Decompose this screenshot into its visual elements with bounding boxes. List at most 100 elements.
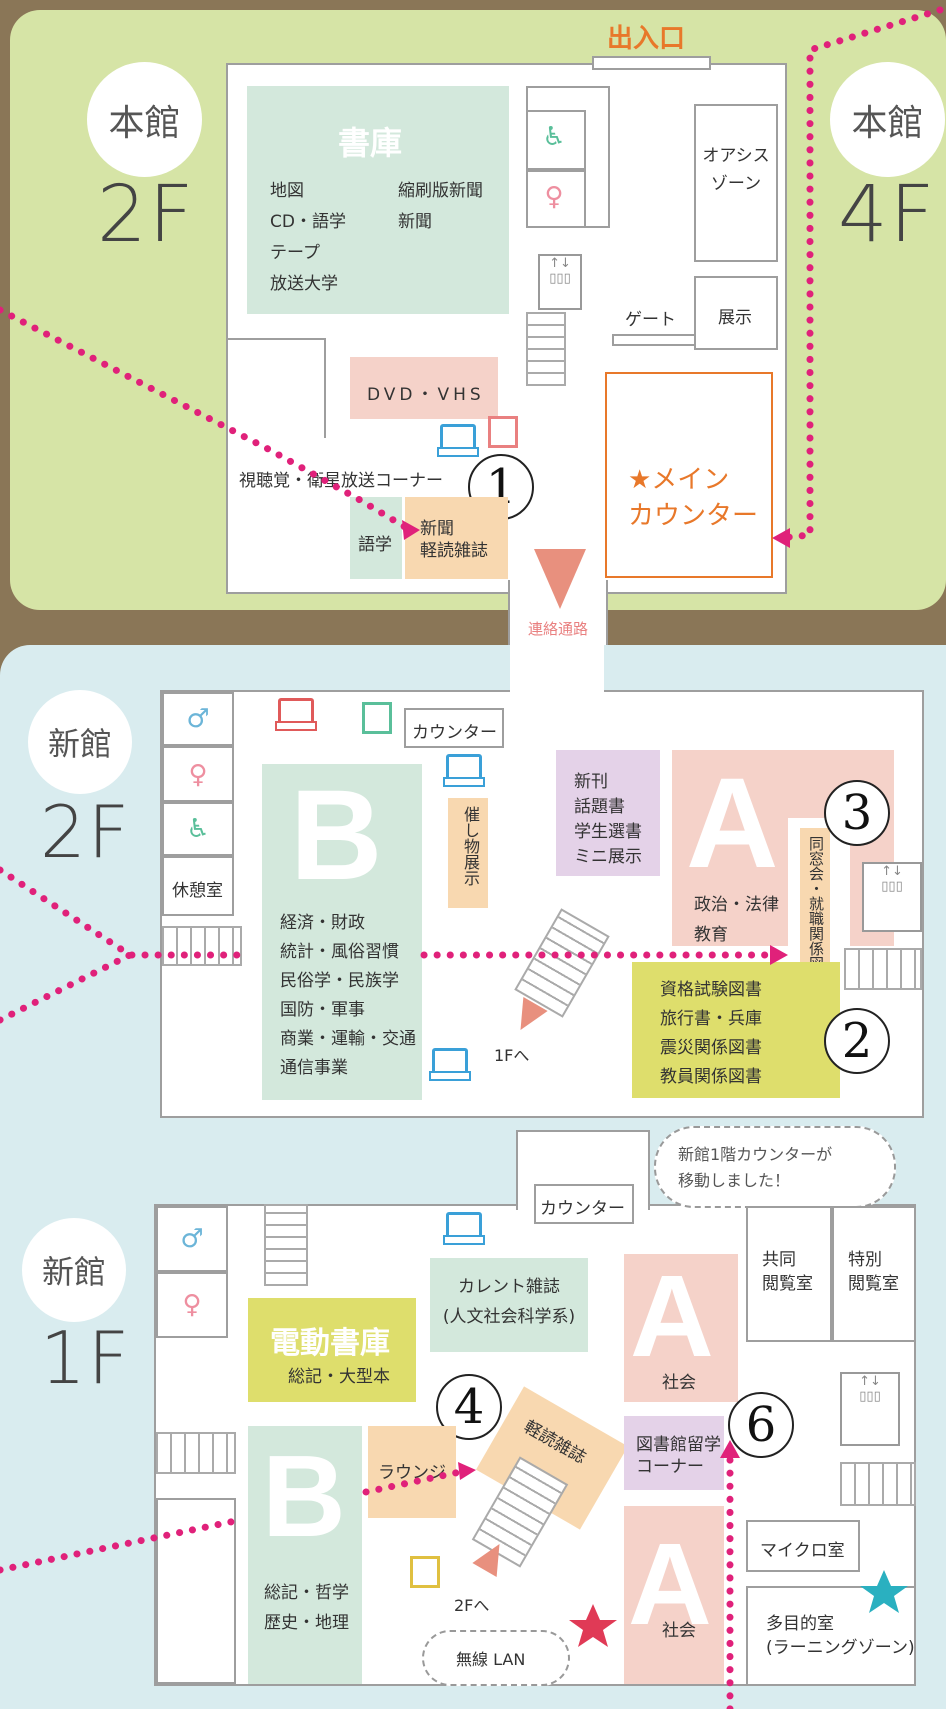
- new-books-item: 新刊: [574, 772, 608, 792]
- dvd-vhs-area: [350, 357, 498, 419]
- new-books-item: ミニ展示: [574, 847, 642, 867]
- connector-label: 連絡通路: [528, 620, 589, 638]
- micro-room: [746, 1520, 860, 1572]
- restroom-male: [156, 1206, 228, 1272]
- marker-6: 6: [728, 1392, 794, 1458]
- arrow-head-icon: [720, 1440, 740, 1458]
- section-a-2f-letter: A: [686, 752, 779, 895]
- stairs: [840, 1462, 916, 1506]
- stairs: [162, 926, 242, 966]
- powered-stack-sub: 総記・大型本: [288, 1367, 390, 1387]
- exam-item: 教員関係図書: [660, 1067, 762, 1087]
- powered-stack-title: 電動書庫: [270, 1326, 390, 1361]
- rest-room: [162, 856, 234, 916]
- to-2f-label: 2Fへ: [454, 1596, 490, 1615]
- route-path: [0, 306, 414, 534]
- stack-item-cd: CD・語学: [270, 212, 346, 232]
- star-icon: [860, 1570, 908, 1613]
- study-abroad-corner: [624, 1416, 724, 1490]
- counter-2f[interactable]: [404, 708, 504, 748]
- entrance-label: 出入口: [607, 24, 686, 54]
- stack-title: 書庫: [338, 124, 403, 162]
- event-exhibit: [448, 798, 488, 908]
- partition: [226, 338, 326, 340]
- new-building-1f-floor: 1F: [40, 1316, 132, 1400]
- stairs: [156, 1432, 236, 1474]
- a-1f-upper-label: 社会: [662, 1373, 696, 1393]
- route-path: [362, 1468, 464, 1496]
- route-path: [0, 1516, 244, 1574]
- counter-2f-label: カウンター: [412, 723, 497, 743]
- dvd-vhs-label: DVD・VHS: [367, 385, 485, 405]
- event-exhibit-label: 催し物展示: [461, 806, 480, 886]
- stairs: [844, 948, 922, 990]
- female-icon: ♀: [188, 760, 208, 790]
- new-building-2f-badge: 新館: [28, 690, 132, 794]
- exhibit-room: [694, 276, 778, 350]
- section-b-2f: [262, 764, 422, 1100]
- a-1f-lower-label: 社会: [662, 1621, 696, 1641]
- elevator-icon: ↑↓▯▯▯: [538, 254, 582, 310]
- special-reading-room-label: 特別 閲覧室: [848, 1250, 899, 1294]
- computer-icon: [443, 754, 485, 787]
- stack-item-newspaper: 新聞: [398, 212, 432, 232]
- exam-item: 震災関係図書: [660, 1038, 762, 1058]
- main-counter-label: ★メイン カウンター: [628, 465, 759, 531]
- computer-icon: [437, 424, 479, 457]
- gate[interactable]: [612, 334, 696, 346]
- stack-item-tape: テープ: [270, 243, 320, 263]
- section-a-1f-upper: [624, 1254, 738, 1402]
- rest-room-label: 休憩室: [172, 881, 223, 901]
- counter-1f[interactable]: [534, 1184, 634, 1224]
- marker-3: 3: [824, 780, 890, 846]
- newspaper-label: 新聞 軽読雑誌: [420, 519, 488, 561]
- entrance-door[interactable]: [592, 56, 711, 70]
- connector-corridor-lower: [510, 645, 604, 693]
- b-2f-item: 国防・軍事: [280, 1000, 365, 1020]
- elevator-icon: ↑↓▯▯▯: [862, 862, 922, 932]
- shared-reading-room-label: 共同 閲覧室: [762, 1250, 813, 1294]
- new-building-1f-badge: 新館: [22, 1218, 126, 1322]
- stack-room: [247, 86, 509, 314]
- newspaper-area: [405, 497, 508, 579]
- stack-item-broadcast: 放送大学: [270, 274, 338, 294]
- b-2f-item: 統計・風俗習慣: [280, 942, 399, 962]
- exam-books-area: [632, 962, 840, 1098]
- gate-label: ゲート: [625, 310, 676, 330]
- b-1f-item: 歴史・地理: [264, 1613, 349, 1633]
- route-path: [0, 866, 244, 959]
- computer-icon: [429, 1048, 471, 1081]
- a-2f-item: 教育: [694, 925, 728, 945]
- male-icon: ♂: [186, 704, 210, 734]
- wifi-label: 無線 LAN: [456, 1650, 526, 1669]
- copier-icon: [410, 1556, 440, 1588]
- b-2f-item: 商業・運輸・交通: [280, 1029, 416, 1049]
- oasis-zone: [694, 104, 778, 262]
- accessible-restroom: [526, 110, 586, 170]
- restroom-accessible: [162, 802, 234, 856]
- new-books-area: [556, 750, 660, 876]
- section-a-1f-lower: [624, 1506, 724, 1684]
- arrow-down-icon: [534, 549, 586, 609]
- elevator-icon: ↑↓▯▯▯: [840, 1372, 900, 1446]
- notice-bubble: [654, 1126, 896, 1208]
- exam-item: 資格試験図書: [660, 980, 762, 1000]
- oasis-zone-label: オアシス ゾーン: [702, 146, 770, 194]
- restroom-female: [156, 1272, 228, 1338]
- powered-stack: [248, 1298, 416, 1402]
- new-books-item: 話題書: [574, 797, 625, 817]
- section-b-1f: [248, 1426, 362, 1684]
- section-b-1f-letter: B: [262, 1431, 346, 1561]
- b-2f-item: 民俗学・民族学: [280, 971, 399, 991]
- main-building-4f-floor: 4F: [838, 170, 937, 260]
- multipurpose-room-label: 多目的室 (ラーニングゾーン): [766, 1614, 915, 1658]
- current-magazines: [430, 1258, 588, 1352]
- partition: [324, 338, 326, 438]
- main-counter[interactable]: [605, 372, 773, 578]
- arrow-head-icon: [772, 528, 790, 548]
- arrow-head-icon: [770, 945, 788, 965]
- wheelchair-icon: ♿: [542, 122, 566, 152]
- star-icon: [569, 1604, 617, 1647]
- section-a-1f-upper-letter: A: [630, 1251, 714, 1381]
